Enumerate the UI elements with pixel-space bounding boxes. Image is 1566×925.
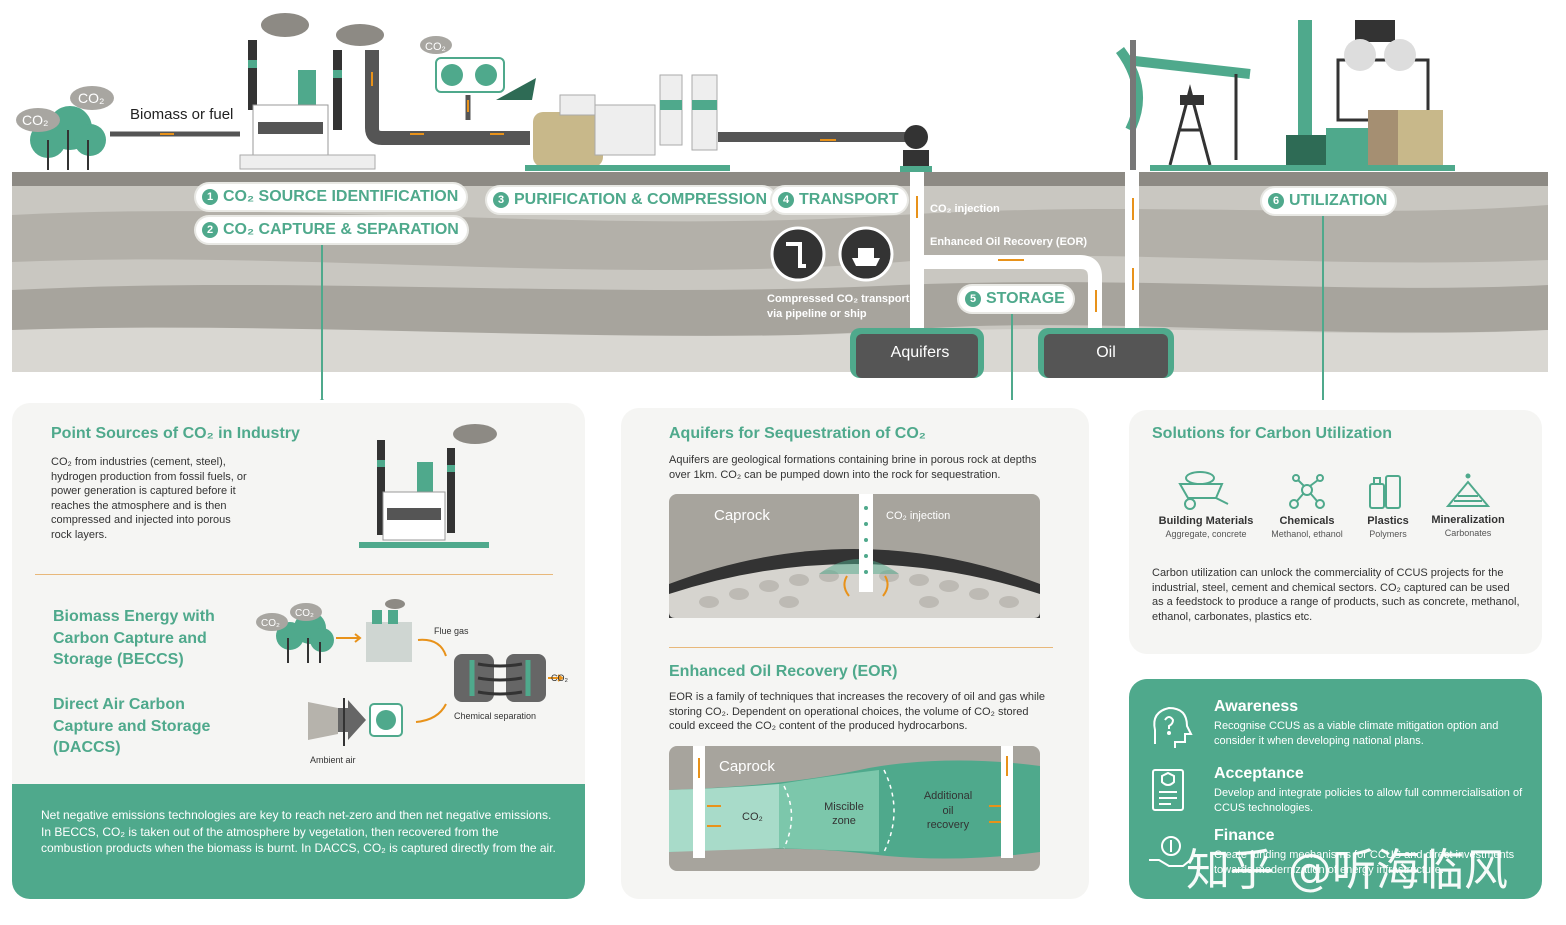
caprock-label: Caprock — [714, 507, 770, 524]
molecule-icon — [1289, 474, 1325, 509]
beccs-daccs-process-diagram: CO₂ CO₂ — [256, 599, 564, 746]
ambient-air-label: Ambient air — [310, 755, 356, 765]
utilization-panel — [1129, 410, 1542, 654]
svg-text:CO₂: CO₂ — [22, 112, 48, 128]
eor-caprock-label: Caprock — [719, 758, 775, 775]
svg-text:CO₂: CO₂ — [425, 41, 446, 53]
chemical-separation-label: Chemical separation — [454, 711, 537, 721]
ship-transport-icon — [838, 226, 894, 282]
co2-cloud-icon: CO₂ CO₂ — [16, 86, 114, 132]
aquifers-label: Aquifers — [890, 344, 950, 361]
wheelbarrow-icon — [1178, 471, 1229, 510]
svg-text:CO₂: CO₂ — [78, 90, 104, 106]
policy-item-finance: Finance Create funding mechanisms for CC… — [1214, 827, 1515, 876]
co2-cloud-icon: CO₂ CO₂ — [256, 603, 322, 631]
additional-oil-label: Additional oil recovery — [923, 790, 973, 831]
biomass-label: Biomass or fuel — [130, 106, 234, 123]
eor-title: Enhanced Oil Recovery (EOR) — [669, 663, 898, 680]
rock-layer — [12, 282, 1548, 338]
daccs-title: Direct Air Carbon Capture and Storage (D… — [53, 696, 211, 756]
compression-plant-icon — [525, 74, 730, 171]
util-item-plastics: Plastics Polymers — [1367, 515, 1409, 539]
point-sources-title: Point Sources of CO₂ in Industry — [51, 425, 300, 442]
utilization-icons — [1178, 471, 1491, 510]
pipeline-valve-icon — [900, 125, 932, 172]
utilization-title: Solutions for Carbon Utilization — [1152, 425, 1392, 442]
eor-label: Enhanced Oil Recovery (EOR) — [930, 236, 1088, 248]
solar-panel-icon — [492, 78, 536, 100]
svg-text:CO₂: CO₂ — [295, 608, 314, 619]
certificate-icon — [1152, 769, 1184, 811]
divider — [669, 647, 1053, 648]
eor-co2-label: CO₂ — [742, 811, 763, 823]
factory-icon — [239, 13, 384, 170]
policy-panel — [1129, 679, 1542, 899]
aquifer-cross-section — [669, 494, 1040, 618]
divider — [35, 574, 553, 575]
net-negative-text: Net negative emissions technologies are … — [41, 808, 556, 855]
mineral-pile-icon — [1445, 473, 1491, 507]
factory-icon — [359, 424, 497, 548]
refinery-icon — [1155, 20, 1455, 171]
bottles-icon — [1369, 475, 1401, 509]
direct-air-capture-fan-icon: CO₂ — [420, 36, 505, 120]
oil-label: Oil — [1096, 344, 1116, 361]
eor-cross-section — [669, 746, 1040, 871]
miscible-zone-label: Miscible zone — [824, 801, 864, 827]
flue-gas-label: Flue gas — [434, 626, 469, 636]
utilization-body: Carbon utilization can unlock the commer… — [1152, 567, 1520, 623]
aquifer-reservoir-icon — [850, 328, 984, 378]
aquifer-title: Aquifers for Sequestration of CO₂ — [669, 425, 926, 442]
pipeline-transport-icon — [770, 226, 826, 282]
policy-item-acceptance: Acceptance Develop and integrate policie… — [1214, 765, 1523, 814]
aquifer-co2-injection-label: CO₂ injection — [886, 510, 951, 522]
eor-body: EOR is a family of techniques that incre… — [669, 691, 1046, 732]
util-item-building-materials: Building Materials Aggregate, concrete — [1158, 515, 1254, 539]
co2-injection-label: CO₂ injection — [930, 203, 1000, 215]
policy-item-awareness: Awareness Recognise CCUS as a viable cli… — [1214, 698, 1499, 747]
hand-money-icon — [1149, 836, 1194, 867]
oil-reservoir-icon — [1038, 328, 1174, 378]
watermark: 知乎 @听海临风 — [1186, 845, 1508, 896]
power-plant-icon — [366, 599, 412, 662]
util-item-mineralization: Mineralization Carbonates — [1431, 514, 1505, 538]
util-item-chemicals: Chemicals Methanol, ethanol — [1271, 515, 1343, 539]
net-negative-footer: Net negative emissions technologies are … — [12, 784, 585, 899]
surface-strip — [12, 172, 1548, 186]
policy-icons — [1149, 706, 1194, 867]
aquifer-body: Aquifers are geological formations conta… — [669, 454, 1037, 481]
head-question-icon — [1153, 706, 1193, 748]
air-intake-icon — [308, 698, 366, 746]
co2-output-label: CO₂ — [551, 673, 568, 683]
point-sources-body: CO₂ from industries (cement, steel), hyd… — [51, 456, 247, 541]
direct-air-capture-fan-icon — [369, 703, 403, 737]
chemical-separation-icon — [454, 654, 546, 702]
beccs-title: Biomass Energy with Carbon Capture and S… — [53, 608, 215, 668]
transport-caption: Compressed CO₂ transport via pipeline or… — [767, 293, 910, 320]
trees-icon — [276, 612, 334, 663]
svg-text:CO₂: CO₂ — [261, 618, 280, 629]
pump-jack-icon — [1115, 40, 1260, 171]
